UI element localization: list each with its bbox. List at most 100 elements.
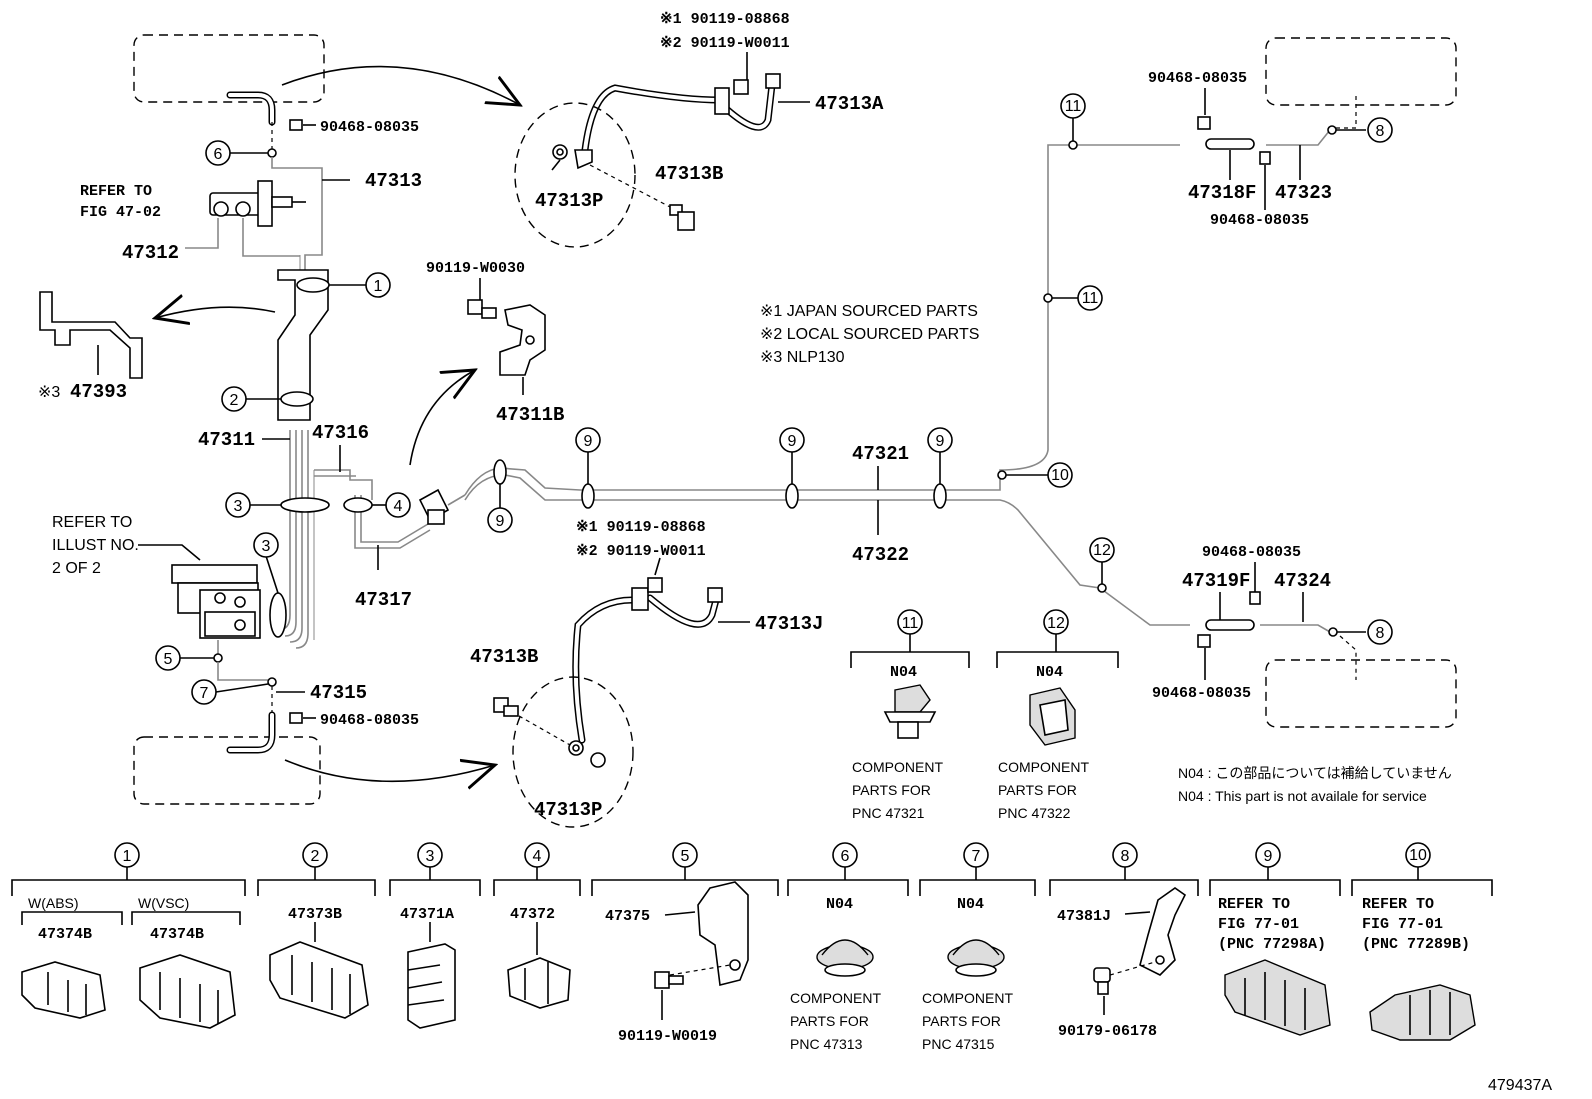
- svg-text:N04: N04: [1036, 664, 1063, 681]
- clip-rt-b-label: 90468-08035: [1210, 212, 1309, 229]
- callout-9-c: 9: [779, 427, 805, 509]
- hose-47318F: [1205, 138, 1255, 150]
- svg-text:COMPONENT: COMPONENT: [998, 759, 1089, 775]
- left-top-dashed-box: [133, 34, 325, 126]
- svg-text:PNC 47315: PNC 47315: [922, 1036, 995, 1052]
- bracket-47311B: [467, 299, 546, 376]
- service-note-en: N04 : This part is not availale for serv…: [1178, 788, 1427, 804]
- part-47321-label: 47321: [852, 443, 909, 465]
- svg-text:7: 7: [200, 685, 209, 702]
- part-47316-label: 47316: [312, 422, 369, 444]
- svg-text:PNC 47322: PNC 47322: [998, 805, 1071, 821]
- flex-hose-47313A: [574, 73, 781, 170]
- bolt-w0030-label: 90119-W0030: [426, 260, 525, 277]
- legend-5: 5 47375 90119-W0019: [591, 842, 779, 1045]
- refer-fig-47-02-line2: FIG 47-02: [80, 204, 161, 221]
- svg-text:(PNC 77289B): (PNC 77289B): [1362, 936, 1470, 953]
- part-47313P-top-label: 47313P: [535, 190, 603, 212]
- svg-text:3: 3: [426, 848, 435, 865]
- callout-9-b: 9: [575, 427, 601, 509]
- refer-fig-47-02-line1: REFER TO: [80, 183, 152, 200]
- left-bottom-dashed-box: [133, 711, 321, 805]
- svg-text:47374B: 47374B: [150, 926, 204, 943]
- svg-text:8: 8: [1121, 848, 1130, 865]
- svg-text:90179-06178: 90179-06178: [1058, 1023, 1157, 1040]
- part-47318F-label: 47318F: [1188, 182, 1256, 204]
- legend-6: 6 N04 COMPONENT PARTS FOR PNC 47313: [787, 842, 909, 1052]
- part-47311B-label: 47311B: [496, 404, 564, 426]
- svg-text:1: 1: [374, 278, 383, 295]
- part-47393-label: 47393: [70, 381, 127, 403]
- svg-text:N04: N04: [890, 664, 917, 681]
- part-47313B-bottom-label: 47313B: [470, 646, 538, 668]
- part-47324-label: 47324: [1274, 570, 1331, 592]
- svg-text:3: 3: [262, 538, 271, 555]
- note-2: ※2 LOCAL SOURCED PARTS: [760, 326, 979, 343]
- svg-text:47372: 47372: [510, 906, 555, 923]
- note-1: ※1 JAPAN SOURCED PARTS: [760, 303, 978, 320]
- legend-4: 4 47372: [493, 842, 581, 1009]
- right-bottom-dashed-box: [1265, 659, 1457, 728]
- n04-item-12: 12 N04 COMPONENT PARTS FOR PNC 47322: [996, 609, 1119, 821]
- diagram-id: 479437A: [1488, 1077, 1552, 1094]
- part-47393-mark: ※3: [38, 384, 60, 401]
- svg-text:6: 6: [841, 848, 850, 865]
- arrow-bottom-left: [284, 760, 495, 781]
- svg-text:N04: N04: [957, 896, 984, 913]
- bracket-47393: [39, 291, 143, 379]
- svg-text:12: 12: [1047, 615, 1065, 632]
- callout-11-a: 11: [1060, 93, 1086, 150]
- bolt-47313B-top: [669, 204, 695, 231]
- svg-text:FIG 77-01: FIG 77-01: [1362, 916, 1443, 933]
- svg-text:REFER TO: REFER TO: [1218, 896, 1290, 913]
- part-47313J-label: 47313J: [755, 613, 823, 635]
- svg-text:PARTS FOR: PARTS FOR: [998, 782, 1077, 798]
- svg-text:47371A: 47371A: [400, 906, 454, 923]
- svg-text:4: 4: [394, 498, 403, 515]
- clip-rt-a-label: 90468-08035: [1148, 70, 1247, 87]
- part-47313B-top-label: 47313B: [655, 163, 723, 185]
- callout-6: 6: [205, 140, 277, 166]
- tube-junction: [418, 488, 466, 525]
- flex-hose-47313J: [572, 577, 723, 744]
- mid-bolt-1-label: ※1 90119-08868: [576, 519, 706, 536]
- main-brake-tubes: [464, 144, 1190, 626]
- svg-text:2: 2: [311, 848, 320, 865]
- svg-text:(PNC 77298A): (PNC 77298A): [1218, 936, 1326, 953]
- svg-text:PARTS FOR: PARTS FOR: [852, 782, 931, 798]
- svg-text:6: 6: [214, 146, 223, 163]
- svg-text:11: 11: [902, 615, 919, 632]
- part-47323-label: 47323: [1275, 182, 1332, 204]
- svg-text:W(ABS): W(ABS): [28, 895, 79, 911]
- svg-text:5: 5: [164, 651, 173, 668]
- legend-10: 10 REFER TO FIG 77-01 (PNC 77289B): [1351, 842, 1493, 1041]
- callout-12: 12: [1089, 537, 1115, 593]
- legend-1: 1 W(ABS) W(VSC) 47374B 47374B: [11, 842, 246, 1029]
- part-47319F-label: 47319F: [1182, 570, 1250, 592]
- svg-text:REFER TO: REFER TO: [1362, 896, 1434, 913]
- callout-9-d: 9: [927, 427, 953, 509]
- svg-text:10: 10: [1051, 467, 1069, 484]
- abs-actuator: [171, 564, 261, 639]
- svg-text:8: 8: [1376, 123, 1385, 140]
- svg-text:5: 5: [681, 848, 690, 865]
- hose-47319F: [1205, 619, 1255, 631]
- part-47315-label: 47315: [310, 682, 367, 704]
- svg-text:PNC 47321: PNC 47321: [852, 805, 925, 821]
- svg-text:9: 9: [936, 433, 945, 450]
- bolt-47313B-bottom: [493, 697, 519, 717]
- svg-text:7: 7: [972, 848, 981, 865]
- top-bolt-1-label: ※1 90119-08868: [660, 11, 790, 28]
- svg-text:12: 12: [1093, 542, 1111, 559]
- callout-10: 10: [997, 462, 1073, 488]
- part-47317-label: 47317: [355, 589, 412, 611]
- svg-text:N04: N04: [826, 896, 853, 913]
- callout-5: 5: [155, 640, 223, 671]
- svg-text:90119-W0019: 90119-W0019: [618, 1028, 717, 1045]
- arrow-top-left: [281, 65, 520, 105]
- top-bolt-2-label: ※2 90119-W0011: [660, 35, 790, 52]
- part-47313P-bottom-label: 47313P: [534, 799, 602, 821]
- note-3: ※3 NLP130: [760, 349, 845, 366]
- svg-text:8: 8: [1376, 625, 1385, 642]
